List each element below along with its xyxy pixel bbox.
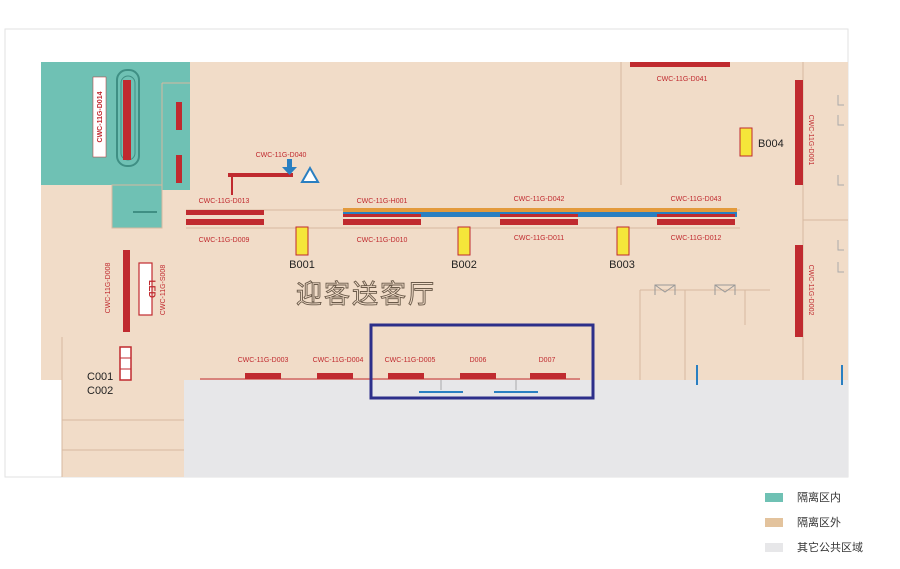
counter-label-d009: CWC-11G-D009 [199,237,250,244]
gate-markers [295,127,753,256]
legend-item-inside: 隔离区内 [765,486,895,508]
counter-label-d010: CWC-11G-D010 [357,237,408,244]
counter-bar-inside-1 [176,102,182,130]
counter-bar-d011 [500,219,578,225]
legend-label-inside: 隔离区内 [797,491,841,504]
counter-bar-d014 [123,80,131,160]
counter-label-d003: CWC-11G-D003 [238,357,289,364]
gate-marker-b001 [295,226,309,256]
counter-label-d040: CWC-11G-D040 [256,152,307,159]
gate-label-b001: B001 [289,259,315,271]
counter-label-s008: CWC-11G-S008 [160,265,167,316]
led-sign-label: LED [147,280,157,299]
counter-bar-d009 [186,219,264,225]
counter-bar-d003 [245,373,281,379]
counter-bar-d006 [460,373,496,379]
gate-label-b002: B002 [451,259,477,271]
counter-bar-d004 [317,373,353,379]
c001-gate-icon [119,346,132,381]
counter-bars [123,62,803,379]
gate-label-c002: C002 [87,385,113,397]
legend-swatch-outside [765,517,783,527]
gate-icons [654,284,736,295]
arrow-down-icon [282,159,297,175]
counter-bar-inside-2 [176,155,182,183]
led-sign [138,262,153,316]
legend-label-public: 其它公共区域 [797,541,863,554]
gate-label-c001: C001 [87,371,113,383]
counter-label-d005: CWC-11G-D005 [385,357,436,364]
gate-marker-b003 [616,226,630,256]
counter-label-d042: CWC-11G-D042 [514,196,565,203]
gate-label-b004: B004 [758,138,784,150]
door-icons [837,95,844,273]
lanes [343,208,737,217]
counter-label-d006: D006 [470,357,487,364]
warning-triangle-icon [300,165,320,183]
counter-label-d012: CWC-11G-D012 [671,235,722,242]
counter-label-d002: CWC-11G-D002 [807,265,814,316]
escalator [116,69,140,167]
counter-label-d041: CWC-11G-D041 [657,76,708,83]
legend-item-outside: 隔离区外 [765,511,895,533]
counter-bar-d040 [228,173,293,177]
d014-label-box [92,76,107,158]
legend-label-outside: 隔离区外 [797,516,841,529]
counter-label-d014: CWC-11G-D014 [97,91,104,142]
counter-bar-d002 [795,245,803,337]
counter-label-d008: CWC-11G-D008 [105,262,112,313]
counter-bar-d007 [530,373,566,379]
counter-bar-d001 [795,80,803,185]
highlight-box [369,323,595,400]
inside-zone [41,62,190,228]
outside-zone-lower-left [41,337,184,477]
counter-label-d043: CWC-11G-D043 [671,196,722,203]
counter-bar-d041 [630,62,730,67]
counter-label-d004: CWC-11G-D004 [313,357,364,364]
counter-bar-d012 [657,219,735,225]
gate-marker-b004 [739,127,753,157]
gate-marker-b002 [457,226,471,256]
counter-label-d007: D007 [539,357,556,364]
counter-label-h001: CWC-11G-H001 [357,198,408,205]
counter-bar-d005 [388,373,424,379]
gate-label-b003: B003 [609,259,635,271]
counter-label-d011: CWC-11G-D011 [514,235,564,242]
blue-gates [419,365,843,393]
counter-bar-d013 [186,210,264,215]
legend-swatch-public [765,542,783,552]
map-legend: 隔离区内 隔离区外 其它公共区域 [765,486,895,561]
legend-swatch-inside [765,492,783,502]
counter-label-d001: CWC-11G-D001 [807,115,814,166]
counter-label-d013: CWC-11G-D013 [199,198,250,205]
hall-name: 迎客送客厅 [296,280,436,310]
counter-bar-d008 [123,250,130,332]
public-zone [184,380,848,477]
counter-bar-d010 [343,219,421,225]
legend-item-public: 其它公共区域 [765,536,895,558]
